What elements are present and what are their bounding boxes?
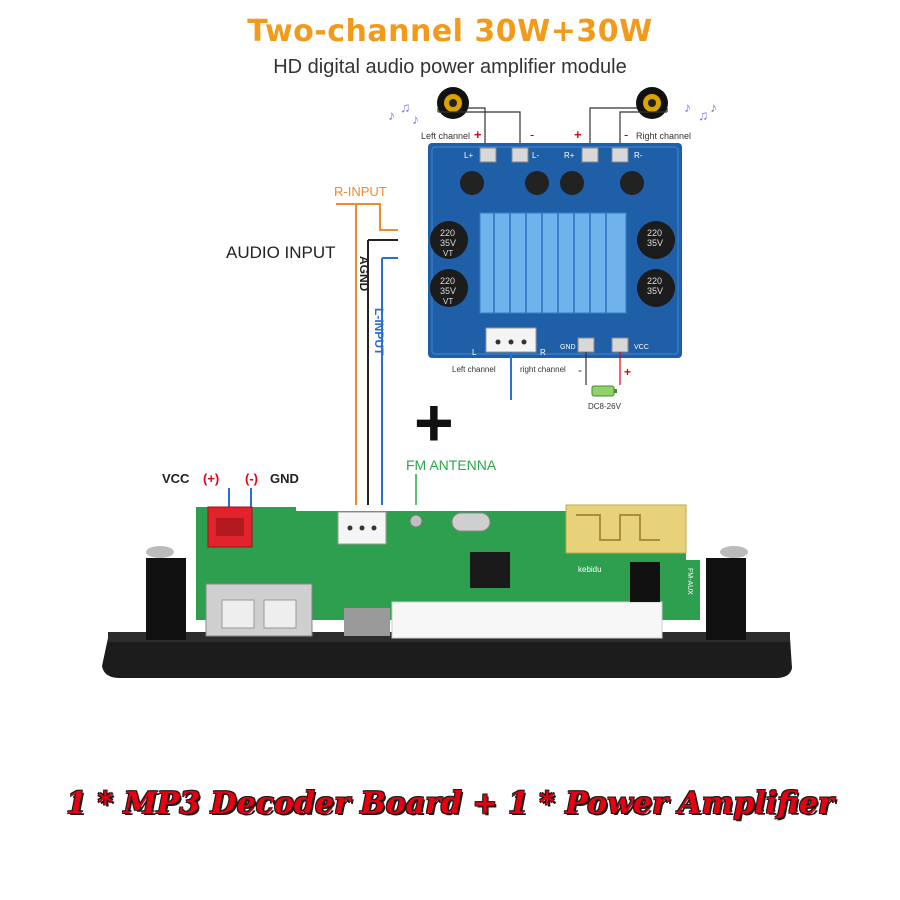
battery-icon — [591, 385, 617, 397]
capacitor-icon — [430, 221, 675, 307]
fm-antenna-label: FM ANTENNA — [406, 457, 497, 473]
amp-dc-plus: + — [624, 365, 631, 379]
svg-text:♪: ♪ — [710, 99, 717, 115]
cap-label-7: 220 — [647, 228, 662, 238]
cap-label-1: 220 — [440, 228, 455, 238]
decoder-board — [102, 504, 792, 678]
plus-sign: + — [414, 385, 454, 461]
amp-vcc-silk: VCC — [634, 344, 649, 351]
vcc-label: VCC — [162, 471, 190, 486]
amp-right-channel-label: Right channel — [636, 131, 691, 141]
page-title: Two-channel 30W+30W — [247, 14, 653, 49]
cap-label-9: 220 — [647, 276, 662, 286]
amp-r-plus-silk: R+ — [564, 151, 575, 160]
amp-left-channel-label: Left channel — [421, 131, 470, 141]
gnd-minus-label: (-) — [245, 471, 258, 486]
left-speaker-icon — [437, 87, 469, 119]
amp-in-left-label: Left channel — [452, 365, 496, 374]
decoder-model-label: FM-AUX — [686, 568, 693, 595]
agnd-label: AGND — [357, 256, 371, 292]
amp-l-plus-silk: L+ — [464, 151, 473, 160]
cap-label-5: 35V — [440, 286, 456, 296]
amp-input-r-silk: R — [540, 348, 546, 357]
caption: 1 * MP3 Decoder Board + 1 * Power Amplif… — [66, 786, 834, 821]
audio-input-label: AUDIO INPUT — [226, 243, 336, 262]
amp-left-minus: - — [530, 127, 534, 142]
amp-r-minus-silk: R- — [634, 151, 643, 160]
svg-text:♫: ♫ — [698, 107, 709, 123]
svg-text:♪: ♪ — [412, 111, 419, 127]
svg-text:♪: ♪ — [684, 99, 691, 115]
cap-label-2: 35V — [440, 238, 456, 248]
music-notes-icon: ♪♫♪ ♪♫♪ — [388, 99, 717, 127]
amp-left-plus: + — [474, 127, 482, 142]
cap-label-8: 35V — [647, 238, 663, 248]
amp-dc-label: DC8-26V — [588, 402, 622, 411]
right-speaker-icon — [636, 87, 668, 119]
cap-label-3: VT — [443, 249, 453, 258]
gnd-label: GND — [270, 471, 299, 486]
amp-right-minus: - — [624, 127, 628, 142]
svg-text:♫: ♫ — [400, 99, 411, 115]
cap-label-6: VT — [443, 297, 453, 306]
amp-in-right-label: right channel — [520, 365, 566, 374]
amplifier-board: L+ L- R+ R- 220 35V VT 220 35V VT 220 — [428, 143, 682, 358]
r-input-label: R-INPUT — [334, 184, 387, 199]
amp-right-plus: + — [574, 127, 582, 142]
vcc-plus-label: (+) — [203, 471, 219, 486]
amp-dc-minus: - — [578, 363, 582, 377]
cap-label-10: 35V — [647, 286, 663, 296]
amp-gnd-silk: GND — [560, 344, 576, 351]
page-subtitle: HD digital audio power amplifier module — [273, 56, 627, 78]
cap-label-4: 220 — [440, 276, 455, 286]
svg-text:♪: ♪ — [388, 107, 395, 123]
decoder-chip-label: kebidu — [578, 565, 602, 574]
amp-input-l-silk: L — [472, 348, 477, 357]
l-input-label: L-INPUT — [372, 308, 386, 356]
amp-l-minus-silk: L- — [532, 151, 539, 160]
